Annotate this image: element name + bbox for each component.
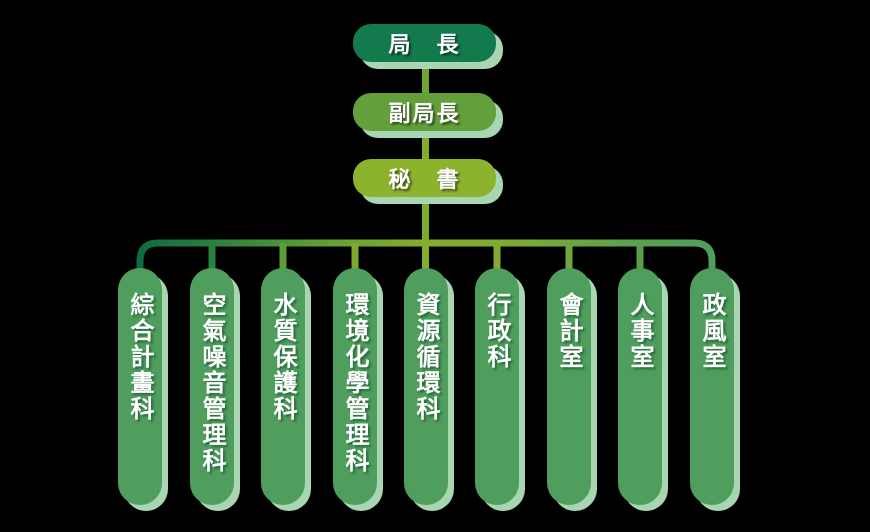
department-pill-accounting: 會計室	[547, 268, 591, 505]
department-pill-environmental-chemistry-management: 環境化學管理科	[333, 268, 377, 505]
department-pill-personnel: 人事室	[618, 268, 662, 505]
department-pill-resource-circulation: 資源循環科	[404, 268, 448, 505]
department-label: 行政科	[483, 292, 511, 370]
department-label: 綜合計畫科	[126, 292, 154, 422]
department-pill-administration: 行政科	[475, 268, 519, 505]
department-label: 政風室	[698, 292, 726, 370]
director-label: 局 長	[388, 33, 461, 58]
trunk-line	[136, 239, 716, 270]
department-pill-civil-service-ethics: 政風室	[690, 268, 734, 505]
department-label: 空氣噪音管理科	[198, 292, 226, 474]
secretary-box: 秘 書	[353, 159, 496, 197]
department-label: 人事室	[626, 292, 654, 370]
secretary-label: 秘 書	[388, 168, 461, 193]
director-box: 局 長	[353, 24, 496, 62]
department-pill-water-quality-protection: 水質保護科	[261, 268, 305, 505]
deputy-director-label: 副局長	[388, 102, 461, 127]
department-label: 會計室	[555, 292, 583, 370]
department-label: 資源循環科	[412, 292, 440, 422]
department-label: 水質保護科	[269, 292, 297, 422]
department-label: 環境化學管理科	[341, 292, 369, 474]
department-pill-comprehensive-planning: 綜合計畫科	[118, 268, 162, 505]
deputy-director-box: 副局長	[353, 93, 496, 131]
department-pill-air-noise-management: 空氣噪音管理科	[190, 268, 234, 505]
